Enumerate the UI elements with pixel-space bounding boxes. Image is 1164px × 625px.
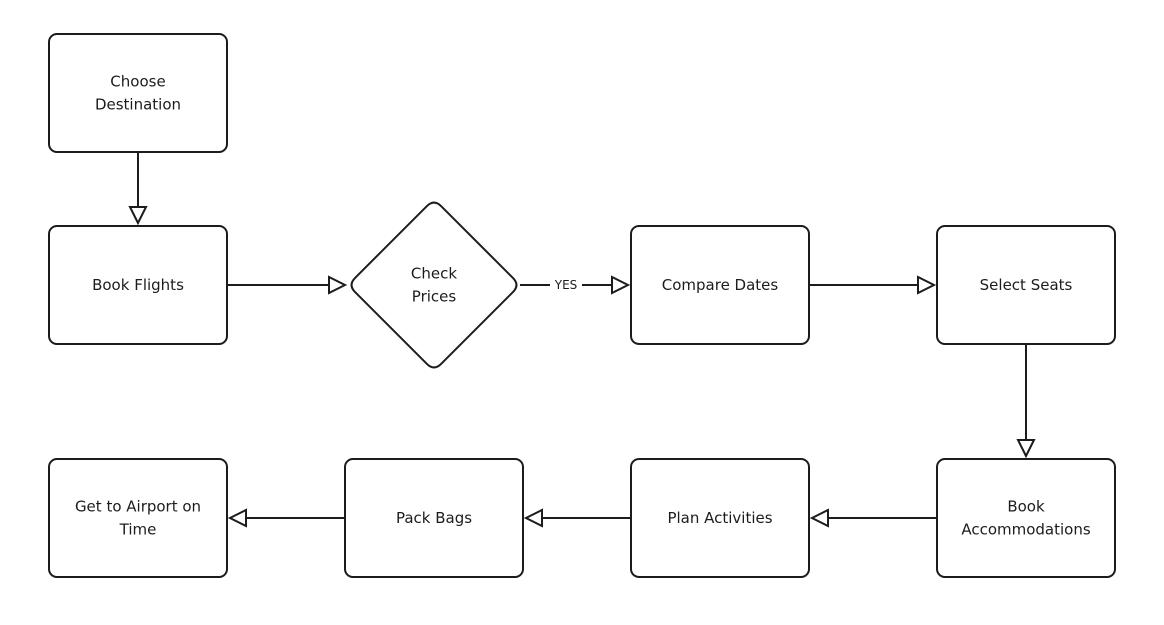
node-label: Accommodations (961, 521, 1091, 539)
node-get-to-airport[interactable]: Get to Airport on Time (48, 458, 228, 578)
edge-check-prices-to-compare-dates: YES (520, 275, 631, 295)
process-box (48, 33, 228, 153)
edge-compare-dates-to-select-seats (809, 275, 937, 295)
node-label: Choose (110, 73, 165, 91)
node-pack-bags[interactable]: Pack Bags (344, 458, 524, 578)
arrowhead-icon (917, 275, 937, 295)
edge-label-background (550, 276, 582, 294)
edge-select-seats-to-book-accommodations (1016, 344, 1036, 459)
arrowhead-icon (611, 275, 631, 295)
arrowhead-icon (809, 508, 829, 528)
process-box (48, 225, 228, 345)
process-box (344, 458, 524, 578)
process-box (630, 458, 810, 578)
edge-book-accommodations-to-plan-activities (809, 508, 937, 528)
decision-diamond (350, 201, 518, 369)
node-plan-activities[interactable]: Plan Activities (630, 458, 810, 578)
edge-pack-bags-to-get-to-airport (227, 508, 345, 528)
node-label: Book Flights (92, 276, 184, 294)
node-label: Prices (412, 288, 457, 306)
arrowhead-icon (227, 508, 247, 528)
node-label: Plan Activities (667, 509, 772, 527)
process-box (936, 458, 1116, 578)
arrowhead-icon (523, 508, 543, 528)
node-label: Compare Dates (662, 276, 779, 294)
node-label: Destination (95, 96, 181, 114)
node-label: Select Seats (980, 276, 1073, 294)
arrowhead-icon (1016, 439, 1036, 459)
arrowhead-icon (328, 275, 348, 295)
edge-label: YES (554, 278, 578, 292)
process-box (630, 225, 810, 345)
node-book-flights[interactable]: Book Flights (48, 225, 228, 345)
node-label: Pack Bags (396, 509, 472, 527)
process-box (48, 458, 228, 578)
edges-layer: YES (128, 152, 1036, 528)
process-box (936, 225, 1116, 345)
node-label: Get to Airport on (75, 498, 201, 516)
node-compare-dates[interactable]: Compare Dates (630, 225, 810, 345)
arrowhead-icon (128, 206, 148, 226)
node-label: Check (411, 265, 457, 283)
edge-book-flights-to-check-prices (227, 275, 348, 295)
edge-choose-destination-to-book-flights (128, 152, 148, 226)
edge-plan-activities-to-pack-bags (523, 508, 631, 528)
node-label: Book (1007, 498, 1045, 516)
node-label: Time (119, 521, 157, 539)
node-select-seats[interactable]: Select Seats (936, 225, 1116, 345)
